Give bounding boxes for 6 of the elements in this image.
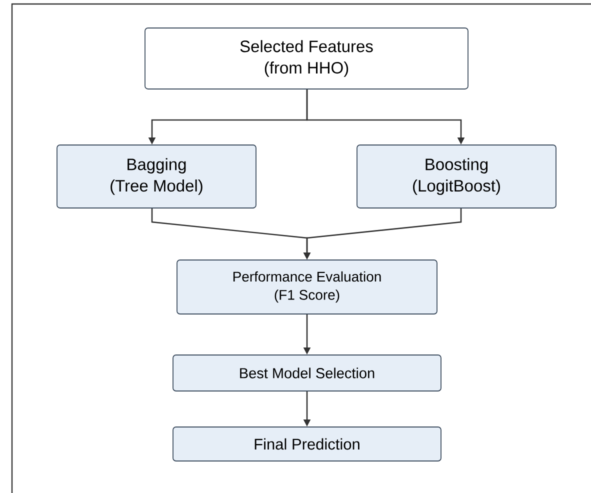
process-box: Best Model Selection [172, 354, 442, 392]
process-box: Bagging (Tree Model) [56, 144, 256, 208]
process-box: Performance Evaluation (F1 Score) [176, 260, 438, 314]
process-box: Selected Features (from HHO) [144, 28, 468, 90]
process-box: Final Prediction [172, 426, 442, 462]
process-box: Boosting (LogitBoost) [356, 144, 556, 208]
